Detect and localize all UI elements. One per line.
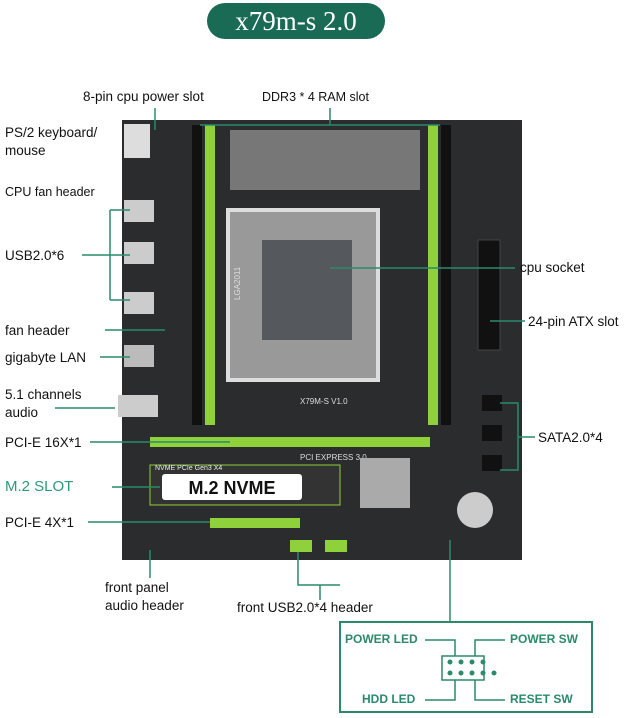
label-atx: 24-pin ATX slot (528, 314, 619, 329)
label-ps2: PS/2 keyboard/ (5, 125, 98, 140)
label-usb: USB2.0*6 (5, 248, 65, 263)
usb-port (124, 292, 154, 314)
cmos-battery (457, 492, 493, 528)
usb-header (325, 540, 347, 552)
label-ram: DDR3 * 4 RAM slot (262, 90, 369, 104)
label-power-sw: POWER SW (510, 632, 578, 646)
label-power-led: POWER LED (345, 632, 418, 646)
label-audio: 5.1 channels (5, 387, 82, 402)
label-cpu-fan: CPU fan header (5, 185, 95, 199)
ram-slot (205, 125, 215, 425)
model-title: x79m-s 2.0 (207, 3, 385, 39)
sata-port (482, 425, 502, 441)
label-lan: gigabyte LAN (5, 350, 87, 365)
label-m2: M.2 SLOT (5, 478, 74, 495)
ps2-port (124, 124, 150, 158)
leader-lines (55, 108, 535, 622)
label-fp-audio-b: audio header (105, 598, 184, 613)
label-sata: SATA2.0*4 (538, 430, 603, 445)
socket-label: LGA2011 (233, 266, 242, 300)
chipset-heatsink (360, 458, 410, 508)
ram-slot (441, 125, 451, 425)
label-audio-b: audio (5, 405, 39, 420)
usb-header (290, 540, 312, 552)
usb-port (124, 200, 154, 222)
usb-port (124, 242, 154, 264)
label-cpu-socket: cpu socket (520, 260, 585, 275)
label-pcie4: PCI-E 4X*1 (5, 515, 75, 530)
label-cpu-power: 8-pin cpu power slot (83, 89, 204, 104)
sata-port (482, 455, 502, 471)
vrm (230, 130, 420, 190)
front-panel-box (339, 621, 593, 713)
sata-port (482, 395, 502, 411)
label-fan: fan header (5, 323, 70, 338)
audio-port (118, 395, 158, 417)
svg-text:PCI EXPRESS 3.0: PCI EXPRESS 3.0 (300, 453, 367, 462)
atx-connector (477, 239, 501, 351)
label-front-usb: front USB2.0*4 header (237, 600, 373, 615)
label-reset-sw: RESET SW (510, 692, 573, 706)
label-fp-audio: front panel (105, 580, 169, 595)
front-panel-header (425, 639, 505, 701)
label-hdd-led: HDD LED (362, 692, 416, 706)
label-pcie16: PCI-E 16X*1 (5, 435, 82, 450)
label-ps2-b: mouse (5, 143, 46, 158)
lan-port (124, 345, 154, 367)
pcie-4x-slot (210, 518, 300, 528)
ram-slot (192, 125, 202, 425)
board-model: X79M-S V1.0 (300, 397, 348, 406)
ram-slot (428, 125, 438, 425)
pcie-16x-slot (150, 437, 430, 447)
m2-badge: M.2 NVME (188, 478, 275, 498)
svg-text:NVME PCIe Gen3 X4: NVME PCIe Gen3 X4 (155, 465, 222, 472)
